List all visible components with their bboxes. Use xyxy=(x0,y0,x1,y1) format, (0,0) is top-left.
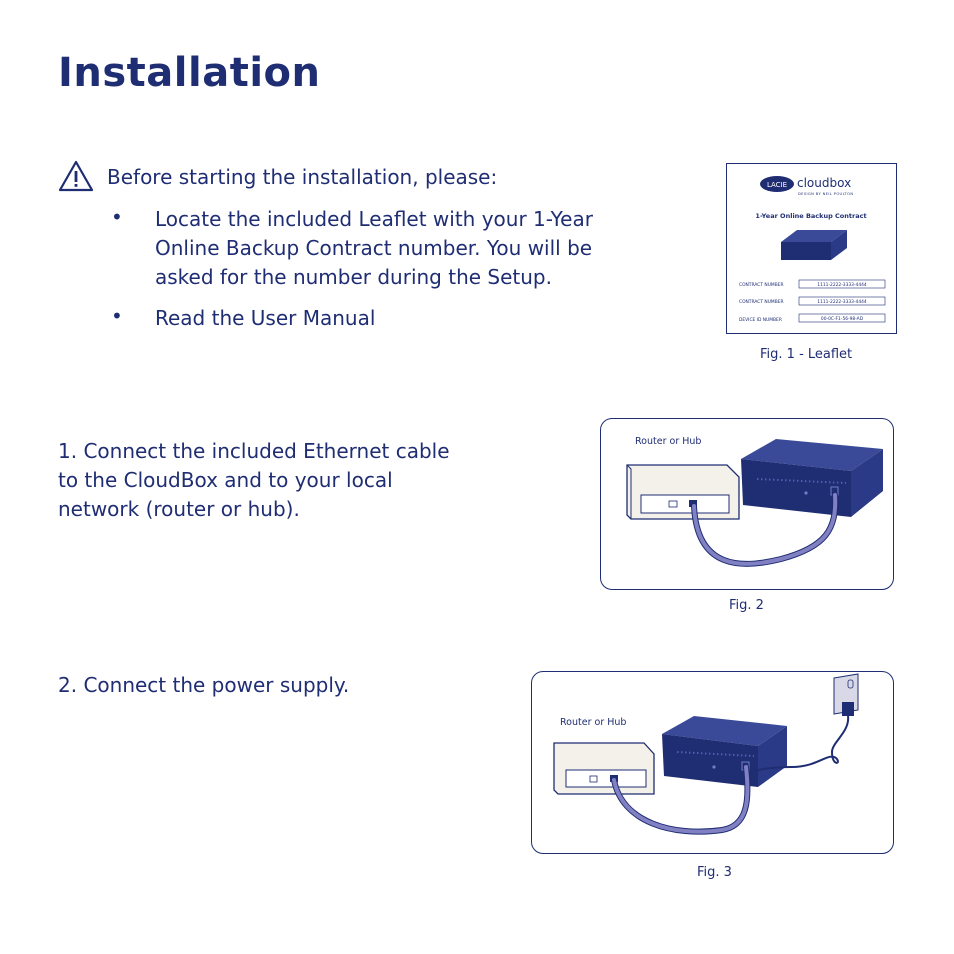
power-cable xyxy=(757,715,850,771)
cloudbox-device xyxy=(662,716,787,787)
intro-text: Before starting the installation, please… xyxy=(107,165,498,189)
leaflet-row-value: 1111-2222-3333-4444 xyxy=(817,299,867,305)
leaflet-product: cloudbox xyxy=(797,176,851,190)
fig3-illustration: Router or Hub xyxy=(553,673,859,835)
leaflet-heading: 1-Year Online Backup Contract xyxy=(755,212,866,220)
fig3-caption: Fig. 3 xyxy=(697,865,732,880)
leaflet-designer: DESIGN BY NEIL POULTON xyxy=(798,192,853,196)
device-front xyxy=(781,242,831,260)
step-2-text: 2. Connect the power supply. xyxy=(58,673,350,697)
step-1-text: 1. Connect the included Ethernet cable t… xyxy=(58,439,450,521)
leaflet-row-value: 1111-2222-3333-4444 xyxy=(817,282,867,288)
device-top xyxy=(781,230,847,242)
router-label: Router or Hub xyxy=(560,717,626,728)
leaflet-row-label: DEVICE ID NUMBER xyxy=(739,317,782,323)
router-device xyxy=(553,742,655,795)
leaflet-illustration: LACIE cloudbox DESIGN BY NEIL POULTON 1-… xyxy=(739,176,886,323)
device-side xyxy=(831,230,847,260)
leaflet-row-box xyxy=(798,296,886,306)
bullet-read-manual: Read the User Manual xyxy=(155,306,376,330)
power-adapter xyxy=(833,673,859,716)
cloudbox-device xyxy=(741,439,883,517)
page-title: Installation xyxy=(58,50,321,96)
fig2-caption: Fig. 2 xyxy=(729,598,764,613)
router-device xyxy=(626,464,740,520)
leaflet-row-value: 00-0C-F1-56-98-AD xyxy=(821,316,864,322)
lacie-logo xyxy=(760,176,794,192)
bullet-locate-leaflet: Locate the included Leaflet with your 1-… xyxy=(155,207,593,289)
leaflet-row-label: CONTRACT NUMBER xyxy=(739,282,784,288)
leaflet-row-box xyxy=(798,279,886,289)
warning-triangle-icon xyxy=(58,160,94,192)
bullet-marker: • xyxy=(111,304,123,328)
fig3-frame: Router or Hub xyxy=(531,671,894,854)
router-label: Router or Hub xyxy=(635,436,701,447)
bullet-marker: • xyxy=(111,205,123,229)
leaflet-brand: LACIE xyxy=(767,181,787,189)
leaflet-row-box xyxy=(798,313,886,323)
fig1-caption: Fig. 1 - Leaflet xyxy=(760,347,853,362)
leaflet-row-label: CONTRACT NUMBER xyxy=(739,299,784,305)
fig2-illustration: Router or Hub xyxy=(626,436,883,567)
leaflet-figure: LACIE cloudbox DESIGN BY NEIL POULTON 1-… xyxy=(726,163,897,334)
fig2-frame: Router or Hub xyxy=(600,418,894,590)
